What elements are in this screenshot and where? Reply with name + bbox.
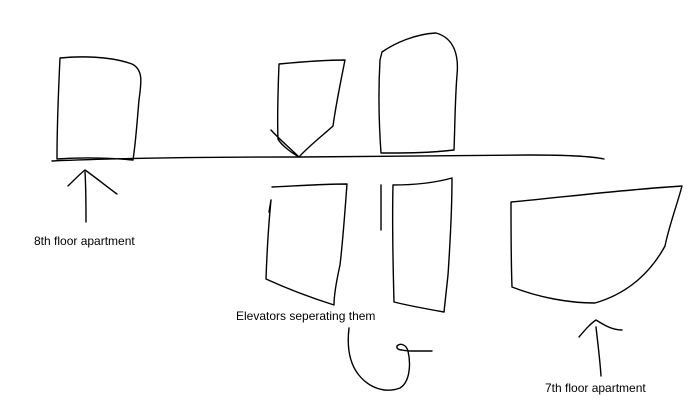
eighth-floor-apartment-label: 8th floor apartment	[34, 234, 135, 248]
seventh-floor-apartment-label: 7th floor apartment	[545, 381, 646, 395]
floor-divider-line	[51, 154, 605, 162]
seventh-floor-apartment-block	[510, 185, 683, 304]
elevator-squiggle	[347, 327, 433, 391]
seventh-floor-arrow	[578, 319, 623, 377]
lower-elevator-right	[391, 177, 453, 313]
eighth-floor-apartment-block	[56, 56, 142, 161]
upper-elevator-left	[270, 59, 346, 158]
upper-elevator-right	[378, 32, 459, 154]
lower-elevator-left	[265, 183, 348, 306]
elevators-label: Elevators seperating them	[236, 309, 376, 323]
eighth-floor-arrow	[67, 169, 118, 223]
